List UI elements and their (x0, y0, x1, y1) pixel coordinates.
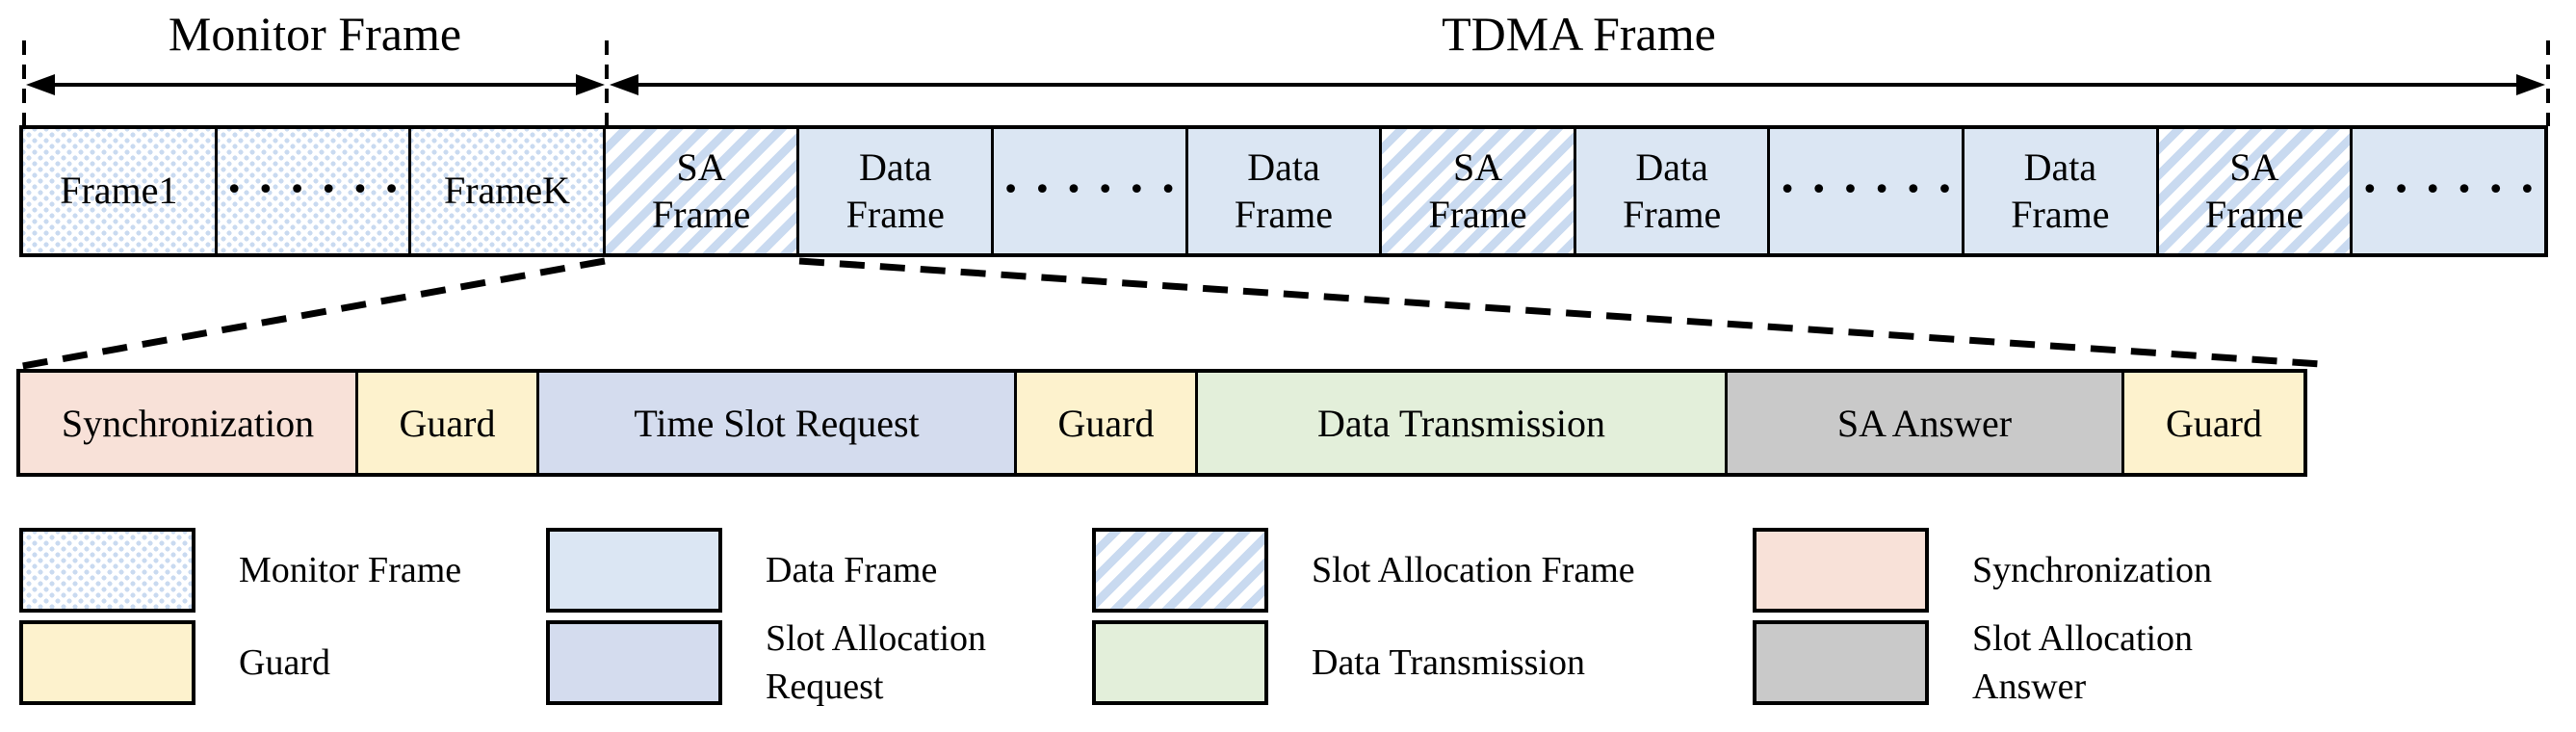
legend-swatch-slot-allocation-frame (1092, 528, 1268, 613)
frame-cell-label: SA Frame (652, 144, 751, 236)
legend-swatch-monitor-frame (19, 528, 195, 613)
legend-swatch-slot-allocation-answer (1753, 620, 1929, 705)
legend-item-guard: Guard (19, 620, 461, 705)
frame-cell-ellipsis: •••••• (217, 129, 412, 253)
legend-item-monitor-frame: Monitor Frame (19, 528, 461, 613)
frame-cell-label: •••••• (1002, 173, 1188, 208)
frame-cell-label: •••••• (1779, 173, 1965, 208)
legend-item-slot-allocation-frame: Slot Allocation Frame (1092, 528, 1635, 613)
legend-item-data-frame: Data Frame (546, 528, 986, 613)
detail-segment-label: Time Slot Request (634, 401, 920, 445)
expansion-line-left (16, 257, 606, 371)
frame-cell-label: Data Frame (1234, 144, 1334, 236)
frame-cell-framek: FrameK (411, 129, 606, 253)
detail-segment-data-transmission: Data Transmission (1198, 373, 1728, 473)
legend-label: Slot Allocation Answer (1972, 617, 2194, 707)
frame-cell-frame1: Frame1 (23, 129, 218, 253)
legend-label: Data Frame (766, 549, 938, 590)
frame-cell-sa-frame: SA Frame (1382, 129, 1576, 253)
legend-swatch-guard (19, 620, 195, 705)
frame-cell-label: Data Frame (846, 144, 945, 236)
detail-segment-time-slot-request: Time Slot Request (539, 373, 1017, 473)
detail-segment-guard: Guard (2124, 373, 2303, 473)
frame-cell-data-frame: Data Frame (1187, 129, 1383, 253)
detail-segment-guard: Guard (358, 373, 539, 473)
legend-label: Slot Allocation Request (766, 617, 987, 707)
detail-segment-label: Guard (399, 401, 496, 445)
frame-cell-label: FrameK (443, 169, 571, 213)
legend-swatch-synchronization (1753, 528, 1929, 613)
frame-cell-data-frame: Data Frame (1965, 129, 2159, 253)
frame-cell-label: Data Frame (1623, 144, 1722, 236)
detail-segment-label: Synchronization (61, 401, 315, 445)
frame-cell-label: •••••• (2361, 173, 2544, 208)
detail-segment-synchronization: Synchronization (20, 373, 358, 473)
detail-segment-label: Guard (2166, 401, 2262, 445)
legend-label: Synchronization (1972, 549, 2213, 590)
legend-item-slot-allocation-answer: Slot Allocation Answer (1753, 618, 2212, 707)
detail-segment-guard: Guard (1017, 373, 1198, 473)
frame-cell-data-frame: Data Frame (1575, 129, 1771, 253)
detail-segment-label: Data Transmission (1317, 401, 1605, 445)
tdma-frame-bracket-label: TDMA Frame (1442, 7, 1716, 61)
frame-cell-ellipsis: •••••• (994, 129, 1188, 253)
legend-item-synchronization: Synchronization (1753, 528, 2212, 613)
frame-cell-sa-frame: SA Frame (2158, 129, 2354, 253)
frame-cell-label: SA Frame (2204, 144, 2304, 236)
legend-swatch-data-transmission (1092, 620, 1268, 705)
tdma-extent-arrow (610, 74, 2545, 95)
legend-swatch-data-frame (546, 528, 722, 613)
legend-label: Slot Allocation Frame (1312, 549, 1635, 590)
frame-cell-ellipsis: •••••• (2353, 129, 2544, 253)
frame-cell-label: Frame1 (60, 169, 178, 213)
frame-cell-sa-frame: SA Frame (605, 129, 800, 253)
detail-segment-label: Guard (1057, 401, 1155, 445)
frame-sequence-row: Frame1 •••••• FrameK SA Frame Data Frame ••••… (19, 125, 2548, 257)
detail-segment-sa-answer: SA Answer (1728, 373, 2124, 473)
legend-label: Monitor Frame (239, 549, 462, 590)
legend-label: Data Transmission (1312, 641, 1585, 683)
legend-item-data-transmission: Data Transmission (1092, 620, 1635, 705)
expansion-line-right (798, 257, 2322, 368)
frame-cell-label: •••••• (225, 173, 412, 208)
detail-segment-label: SA Answer (1836, 401, 2013, 445)
monitor-extent-arrow (26, 74, 605, 95)
frame-cell-data-frame: Data Frame (799, 129, 995, 253)
legend-item-slot-allocation-request: Slot Allocation Request (546, 618, 986, 707)
legend-label: Guard (239, 641, 330, 683)
frame-cell-label: Data Frame (2011, 144, 2110, 236)
legend-swatch-slot-allocation-request (546, 620, 722, 705)
frame-cell-ellipsis: •••••• (1770, 129, 1965, 253)
frame-cell-label: SA Frame (1428, 144, 1527, 236)
monitor-frame-bracket-label: Monitor Frame (168, 7, 462, 61)
sa-frame-detail-row: Synchronization Guard Time Slot Request Gua… (16, 369, 2307, 477)
